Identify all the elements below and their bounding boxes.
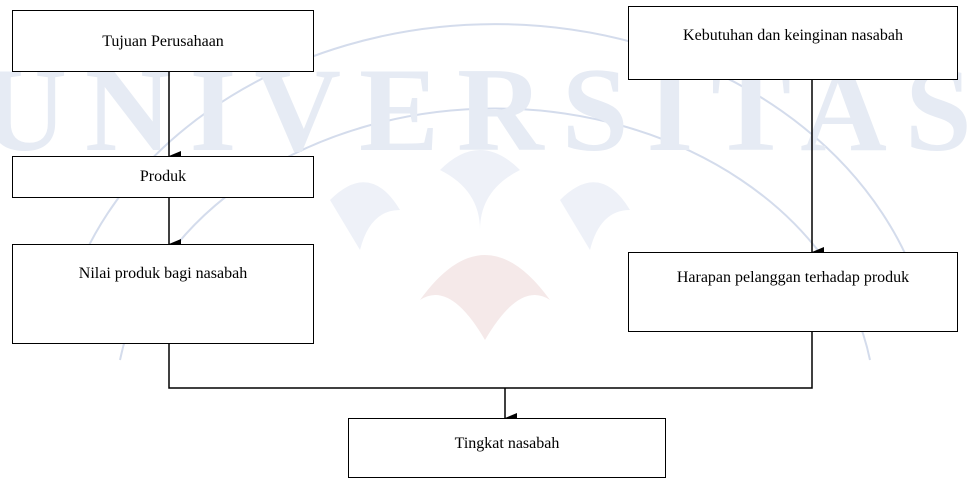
node-produk: Produk — [12, 156, 314, 198]
node-harapan-pelanggan: Harapan pelanggan terhadap produk — [628, 252, 958, 332]
node-kebutuhan-nasabah: Kebutuhan dan keinginan nasabah — [628, 6, 958, 80]
node-tingkat-nasabah: Tingkat nasabah — [348, 418, 666, 478]
node-label: Harapan pelanggan terhadap produk — [676, 269, 910, 286]
node-tujuan-perusahaan: Tujuan Perusahaan — [12, 10, 314, 72]
node-label: Produk — [139, 168, 187, 185]
node-label: Kebutuhan dan keinginan nasabah — [683, 27, 903, 44]
line-nilai-merge — [168, 344, 505, 389]
node-label: Nilai produk bagi nasabah — [78, 265, 248, 282]
line-harapan-merge — [505, 332, 813, 389]
node-label: Tingkat nasabah — [454, 435, 560, 452]
node-nilai-produk: Nilai produk bagi nasabah — [12, 244, 314, 344]
node-label: Tujuan Perusahaan — [102, 33, 224, 50]
